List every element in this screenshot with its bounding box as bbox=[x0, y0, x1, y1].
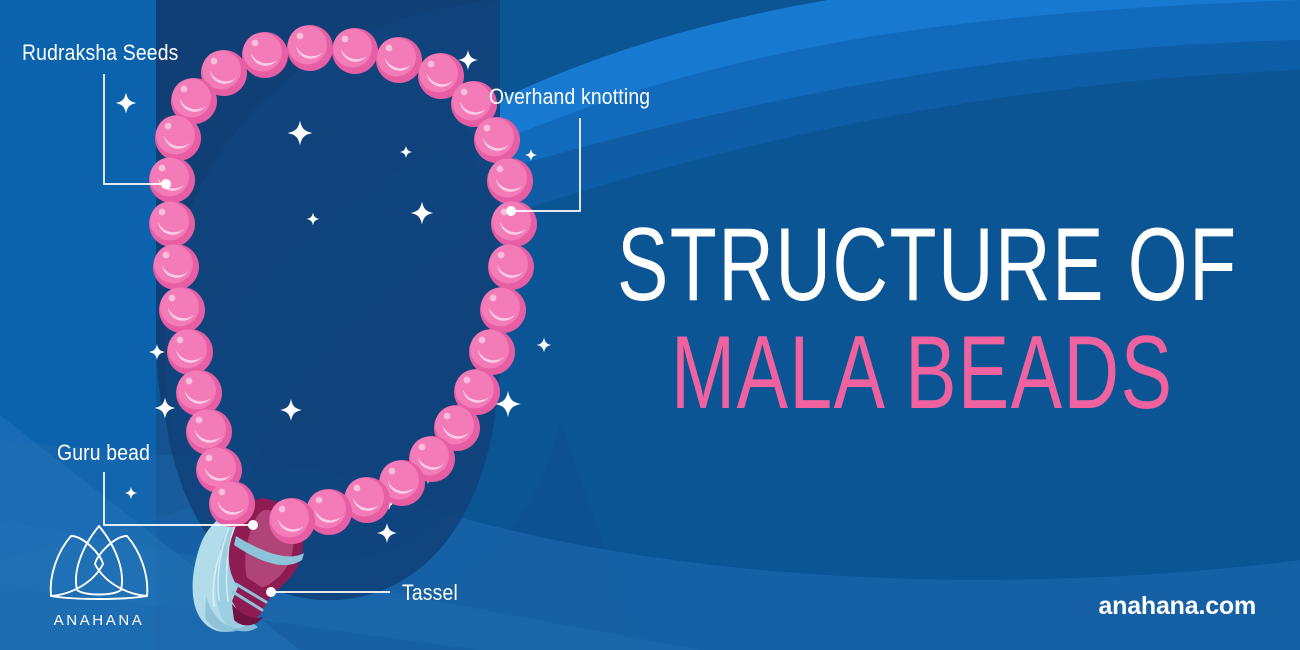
sparkle-icon bbox=[280, 399, 302, 421]
sparkle-icon bbox=[399, 145, 413, 159]
title-line-mala-beads: MALA BEADS bbox=[671, 314, 1174, 431]
bead bbox=[242, 32, 288, 78]
tassel-shade bbox=[215, 507, 258, 632]
anahana-logo: ANAHANA bbox=[35, 518, 163, 630]
page-title: STRUCTURE OF MALA BEADS bbox=[617, 207, 1238, 431]
label-rudraksha-seeds: Rudraksha Seeds bbox=[22, 40, 179, 65]
bead bbox=[287, 25, 333, 71]
sparkle-icon bbox=[115, 92, 137, 114]
label-tassel: Tassel bbox=[402, 580, 458, 605]
guru-bead-band bbox=[234, 536, 304, 566]
sparkle-icon bbox=[124, 486, 138, 500]
bead bbox=[149, 157, 195, 203]
bead bbox=[480, 287, 526, 333]
anahana-logo-text: ANAHANA bbox=[53, 612, 145, 629]
bead bbox=[376, 37, 422, 83]
bead bbox=[176, 370, 222, 416]
sparkle-icon bbox=[287, 120, 313, 146]
sparkle-icon bbox=[306, 212, 320, 226]
bead bbox=[153, 244, 199, 290]
tassel-tip-shade bbox=[205, 596, 243, 633]
guru-bead-base bbox=[232, 604, 263, 626]
bead bbox=[155, 115, 201, 161]
label-overhand-knotting: Overhand knotting bbox=[489, 84, 651, 109]
bg-lower-curve bbox=[156, 420, 640, 650]
sparkle-icon bbox=[377, 523, 397, 543]
bead bbox=[488, 244, 534, 290]
sparkle-icon bbox=[410, 201, 434, 225]
title-line-structure-of: STRUCTURE OF bbox=[617, 207, 1238, 323]
leader-lines bbox=[103, 74, 581, 597]
sparkle-icon bbox=[149, 344, 165, 360]
bead bbox=[209, 481, 255, 527]
leader-rudraksha bbox=[103, 74, 162, 185]
bead-loop bbox=[149, 25, 537, 544]
bead bbox=[159, 287, 205, 333]
bead bbox=[487, 158, 533, 204]
bead bbox=[474, 117, 520, 163]
guru-bead-rings bbox=[231, 582, 268, 612]
bead bbox=[149, 201, 195, 247]
bead bbox=[469, 329, 515, 375]
sparkle-icon bbox=[154, 397, 176, 419]
sparkle-icon bbox=[525, 149, 537, 161]
label-guru-bead: Guru bead bbox=[57, 440, 151, 465]
bg-left-band bbox=[0, 0, 156, 650]
bg-swoosh-soft bbox=[470, 0, 1300, 215]
leader-guru bbox=[103, 472, 250, 526]
leader-dot-guru bbox=[248, 520, 258, 530]
bead bbox=[269, 498, 315, 544]
leader-dot-rudraksha bbox=[161, 179, 171, 189]
sparkle-icon bbox=[536, 337, 552, 353]
leader-dot-tassel bbox=[266, 587, 276, 597]
bead bbox=[332, 28, 378, 74]
leader-dot-overhand bbox=[506, 206, 516, 216]
website-wordmark[interactable]: anahana.com bbox=[1098, 592, 1256, 620]
leader-overhand bbox=[515, 118, 581, 212]
bead bbox=[167, 329, 213, 375]
triquetra-icon bbox=[49, 525, 149, 600]
